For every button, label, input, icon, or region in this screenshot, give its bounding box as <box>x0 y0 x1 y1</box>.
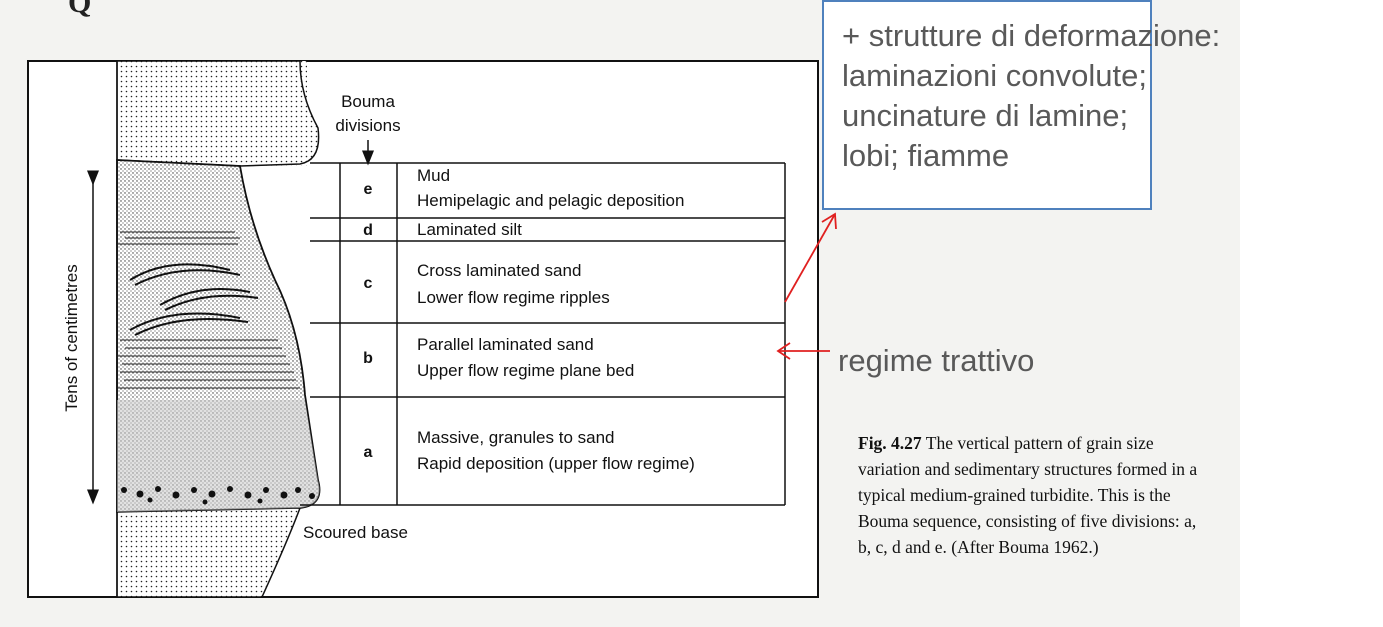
basal-granules <box>121 486 315 505</box>
upper-bed-edge <box>116 60 320 167</box>
division-b-letter: b <box>363 350 373 367</box>
division-c-letter: c <box>364 275 373 292</box>
massive-zone-a <box>117 400 320 512</box>
division-e-letter: e <box>364 181 373 198</box>
silt-laminations <box>118 231 240 245</box>
division-b-line1: Parallel laminated sand <box>417 335 594 354</box>
division-c-line2: Lower flow regime ripples <box>417 288 610 307</box>
underlying-bed-lower <box>116 507 302 598</box>
figure-caption-text: The vertical pattern of grain size varia… <box>858 433 1198 557</box>
axis-label: Tens of centimetres <box>62 264 81 411</box>
division-b-line2: Upper flow regime plane bed <box>417 361 634 380</box>
division-e-line2: Hemipelagic and pelagic deposition <box>417 191 684 210</box>
traction-regime-note: regime trattivo <box>838 343 1035 378</box>
deformation-arrowhead <box>821 212 837 230</box>
red-arrows <box>776 212 837 360</box>
deformation-note-line-1: + strutture di deformazione: <box>842 18 1221 53</box>
deformation-note-line-3: uncinature di lamine; <box>842 98 1129 133</box>
bouma-label-line2: divisions <box>335 116 400 135</box>
division-d-line1: Laminated silt <box>417 220 522 239</box>
cross-laminations <box>129 263 259 336</box>
division-d-letter: d <box>363 222 373 239</box>
traction-arrowhead <box>776 342 791 360</box>
divisions-table <box>300 162 786 506</box>
deformation-arrow <box>784 213 836 303</box>
corner-glyph: Q <box>68 0 92 19</box>
scoured-base-label: Scoured base <box>303 523 408 542</box>
division-e-line1: Mud <box>417 166 450 185</box>
division-c-line1: Cross laminated sand <box>417 261 581 280</box>
bouma-label-line1: Bouma <box>341 92 395 111</box>
parallel-laminations <box>118 339 300 389</box>
figure-caption: Fig. 4.27 The vertical pattern of grain … <box>858 430 1198 560</box>
deformation-structures-note: + strutture di deformazione: laminazioni… <box>822 0 1221 210</box>
division-a-line1: Massive, granules to sand <box>417 428 615 447</box>
deformation-note-line-2: laminazioni convolute; <box>842 58 1148 93</box>
division-a-line2: Rapid deposition (upper flow regime) <box>417 454 695 473</box>
deformation-note-line-4: lobi; fiamme <box>842 138 1010 173</box>
figure-number: Fig. 4.27 <box>858 433 922 453</box>
division-a-letter: a <box>364 444 373 461</box>
